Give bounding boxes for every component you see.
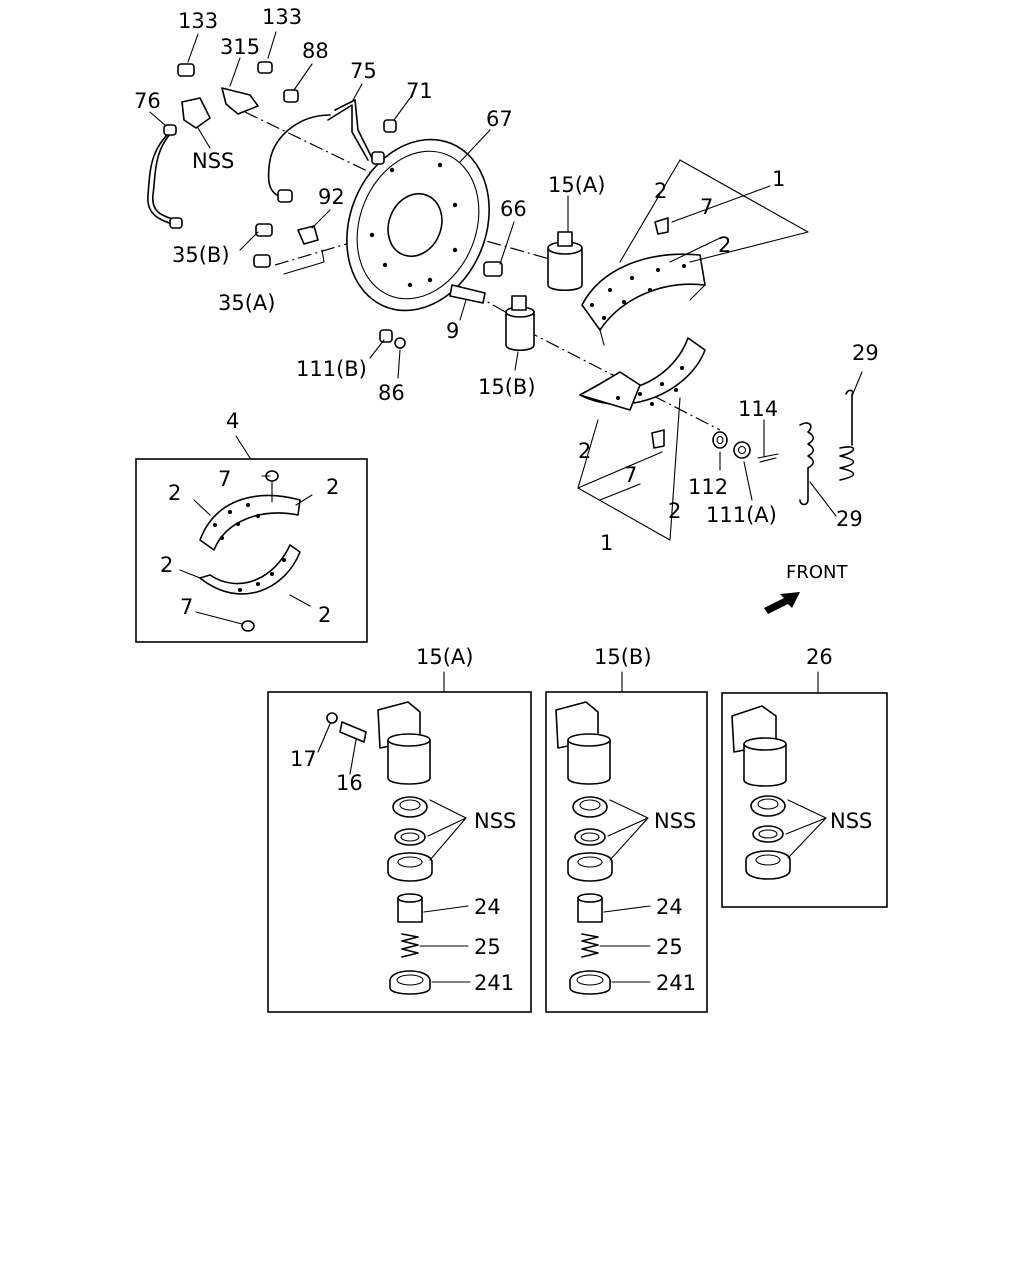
label-29-top: 29	[852, 341, 879, 365]
top-hardware	[163, 61, 503, 349]
label-15b: 15(B)	[478, 375, 536, 399]
brake-lines	[147, 99, 373, 226]
label-114: 114	[738, 397, 778, 421]
label-111a: 111(A)	[706, 503, 777, 527]
label-1-bottom: 1	[600, 531, 613, 555]
kit15b-label-24: 24	[656, 895, 683, 919]
kit15a-title: 15(A)	[416, 645, 473, 669]
kit26-label-nss: NSS	[830, 809, 872, 833]
kit15a-label-25: 25	[474, 935, 501, 959]
label-111b: 111(B)	[296, 357, 367, 381]
label-112: 112	[688, 475, 728, 499]
kit4-label-2d: 2	[318, 603, 331, 627]
label-2-bottom-a: 2	[578, 439, 591, 463]
kit15a-label-16: 16	[336, 771, 363, 795]
label-71: 71	[406, 79, 433, 103]
wheel-cylinder-15a	[547, 231, 583, 292]
label-133b: 133	[262, 5, 302, 29]
kit-15a: 15(A) 17 16 NSS 24 25 241	[267, 645, 532, 1013]
kit15a-label-nss: NSS	[474, 809, 516, 833]
label-67: 67	[486, 107, 513, 131]
brake-shoe-upper	[581, 217, 706, 346]
front-arrow-icon	[764, 592, 800, 614]
label-315: 315	[220, 35, 260, 59]
wheel-cylinder-15b	[505, 295, 535, 352]
shoe-hardware	[712, 431, 779, 463]
return-springs-29	[799, 389, 855, 506]
label-7-top: 7	[700, 195, 713, 219]
label-86: 86	[378, 381, 405, 405]
label-75: 75	[350, 59, 377, 83]
kit-4: 4 7 2 2 2 2 7	[135, 409, 368, 643]
kit15a-label-241: 241	[474, 971, 514, 995]
kit15b-title: 15(B)	[594, 645, 652, 669]
label-35a: 35(A)	[218, 291, 275, 315]
kit4-label-7b: 7	[180, 595, 193, 619]
label-133a: 133	[178, 9, 218, 33]
label-2-top-b: 2	[718, 233, 731, 257]
kit26-title: 26	[806, 645, 833, 669]
kit15a-label-17: 17	[290, 747, 317, 771]
label-9: 9	[446, 319, 459, 343]
kit4-label-2a: 2	[168, 481, 181, 505]
label-66: 66	[500, 197, 527, 221]
label-2-top-a: 2	[654, 179, 667, 203]
label-15a: 15(A)	[548, 173, 605, 197]
kit15b-label-25: 25	[656, 935, 683, 959]
kit15a-label-24: 24	[474, 895, 501, 919]
label-29-bottom: 29	[836, 507, 863, 531]
label-2-bottom-b: 2	[668, 499, 681, 523]
label-35b: 35(B)	[172, 243, 230, 267]
kit15b-label-nss: NSS	[654, 809, 696, 833]
kit4-label-2c: 2	[160, 553, 173, 577]
label-1-top: 1	[772, 167, 785, 191]
kit4-label-7a: 7	[218, 467, 231, 491]
label-7-bottom: 7	[624, 463, 637, 487]
label-76: 76	[134, 89, 161, 113]
leader-lines	[149, 31, 863, 541]
kit15b-label-241: 241	[656, 971, 696, 995]
kit4-label-2b: 2	[326, 475, 339, 499]
label-nss-top: NSS	[192, 149, 234, 173]
kit-26: 26 NSS	[721, 645, 888, 908]
brake-shoe-lower	[579, 337, 706, 449]
backing-plate-67	[346, 138, 490, 312]
label-front: FRONT	[786, 562, 848, 583]
kit-15b: 15(B) NSS 24 25 241	[545, 645, 708, 1013]
label-88: 88	[302, 39, 329, 63]
kit4-title: 4	[226, 409, 239, 433]
main-labels: 133 133 315 88 75 76 71 67 NSS 92 35(B) …	[134, 5, 879, 583]
label-92: 92	[318, 185, 345, 209]
